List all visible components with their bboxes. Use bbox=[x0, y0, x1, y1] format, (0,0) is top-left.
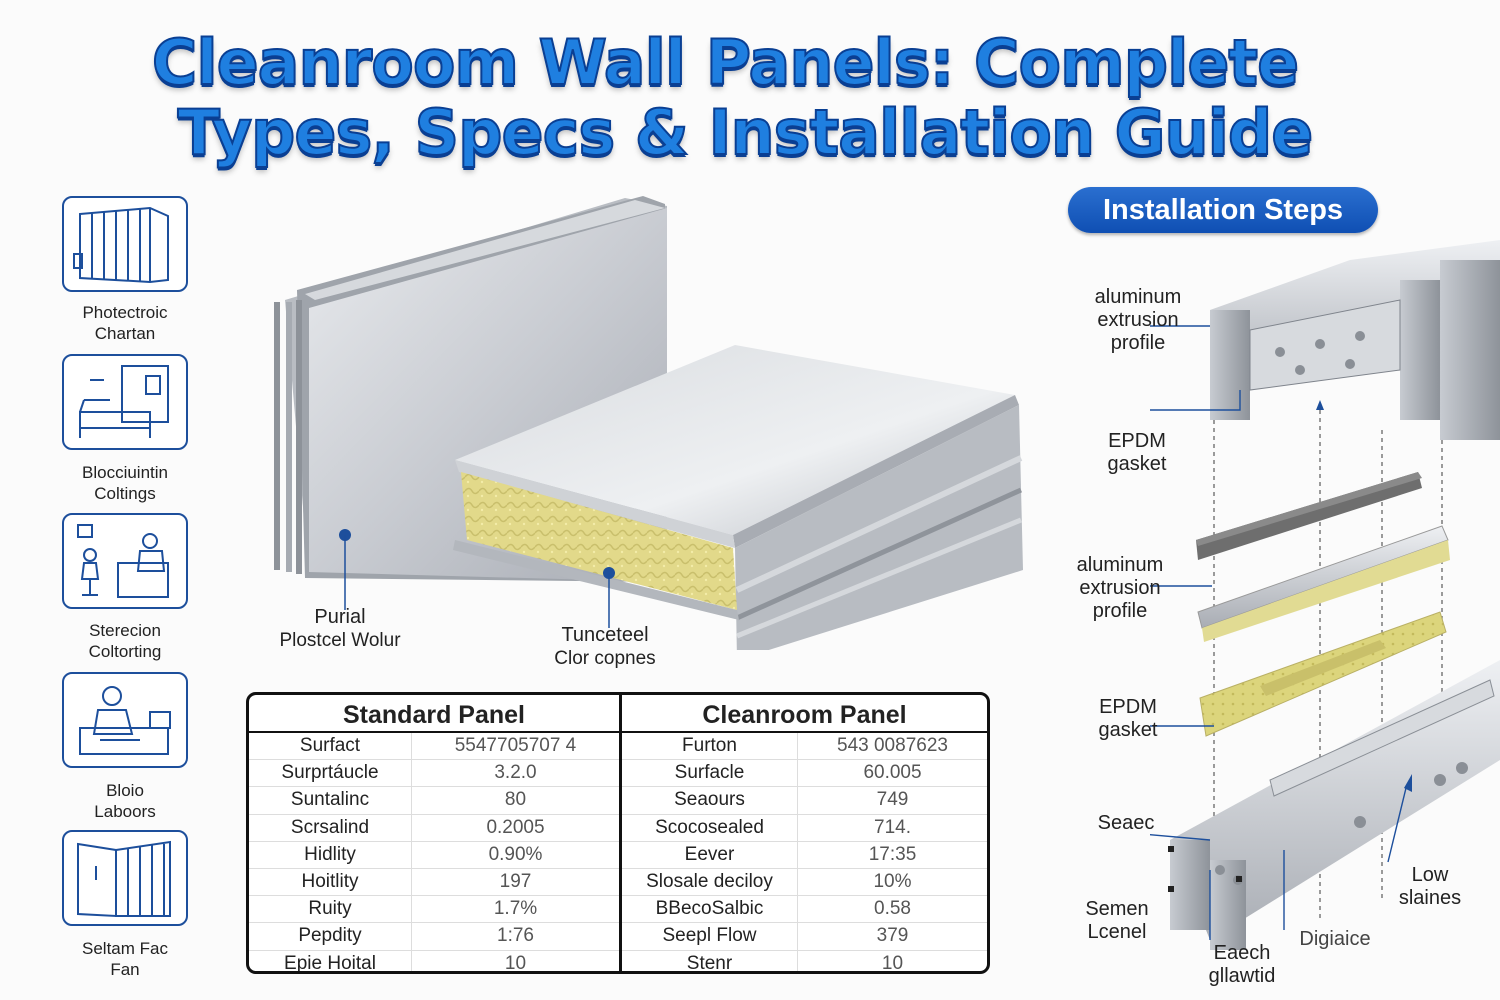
table-cell-value: 1.7% bbox=[493, 898, 538, 920]
bed-room-icon bbox=[62, 354, 188, 450]
table-row: Scrsalind 0.2005 bbox=[249, 814, 619, 842]
table-cell-property: Ruity bbox=[249, 896, 412, 923]
table-row: Pepdity 1:76 bbox=[249, 923, 619, 951]
office-desk-icon bbox=[62, 513, 188, 609]
table-cell-value: 543 0087623 bbox=[837, 735, 948, 756]
table-row: Epie Hoital 10 bbox=[249, 950, 619, 974]
table-cell-property: Eever bbox=[622, 841, 798, 868]
label-gasket-mid: EPDM gasket bbox=[1098, 696, 1158, 741]
sidebar-label-3: Sterecion Coltorting bbox=[88, 621, 162, 661]
table-row: Eever 17:35 bbox=[622, 841, 987, 869]
table-row: Surfacle 60.005 bbox=[622, 760, 987, 788]
table-cell-property: Surfact bbox=[249, 733, 412, 760]
table-cell-property: Seaours bbox=[622, 787, 798, 814]
table-row: Surprtáucle 3.2.0 bbox=[249, 760, 619, 788]
page-title-line-1: Cleanroom Wall Panels: Complete bbox=[151, 26, 1300, 99]
table-cell-value: 3.2.0 bbox=[494, 762, 537, 784]
label-profile-mid: aluminum extrusion profile bbox=[1076, 554, 1164, 622]
table-cell-property: Hidlity bbox=[249, 841, 412, 868]
table-cell-value: 197 bbox=[499, 870, 532, 892]
cleanroom-panel-header: Cleanroom Panel bbox=[622, 695, 987, 733]
table-row: Stenr 10 bbox=[622, 950, 987, 974]
callout-left: Purial Plostcel Wolur bbox=[279, 606, 401, 651]
sidebar-label-1: Photectroic Chartan bbox=[82, 303, 168, 343]
lab-worker-icon bbox=[62, 672, 188, 768]
cleanroom-wall-icon bbox=[62, 196, 188, 292]
door-panel-icon bbox=[62, 830, 188, 926]
table-row: Ruity 1.7% bbox=[249, 896, 619, 924]
table-cell-value: 80 bbox=[504, 789, 527, 811]
table-cell-property: Seepl Flow bbox=[622, 923, 798, 950]
page-title-line-2: Types, Specs & Installation Guide bbox=[177, 96, 1315, 169]
table-row: Scocosealed 714. bbox=[622, 814, 987, 842]
sidebar-label-5: Seltam Fac Fan bbox=[82, 939, 168, 979]
table-cell-value: 17:35 bbox=[868, 843, 917, 865]
table-cell-property: Surfacle bbox=[622, 760, 798, 787]
table-row: Hoitlity 197 bbox=[249, 868, 619, 897]
standard-panel-header: Standard Panel bbox=[249, 695, 619, 733]
callout-right: Tunceteel Clor copnes bbox=[554, 624, 656, 669]
label-profile-top: aluminum extrusion profile bbox=[1094, 286, 1182, 354]
table-cell-value: 10% bbox=[873, 870, 912, 892]
table-cell-value: 749 bbox=[876, 789, 909, 811]
table-row: Suntalinc 80 bbox=[249, 787, 619, 815]
table-cell-property: BBecoSalbic bbox=[622, 896, 798, 923]
sidebar-label-2: Blocciuintin Coltings bbox=[82, 463, 168, 503]
standard-panel-column: Standard Panel Surfact 5547705707 4 Surprt… bbox=[249, 695, 622, 971]
table-row: Hidlity 0.90% bbox=[249, 841, 619, 869]
table-cell-value: 60.005 bbox=[863, 762, 922, 784]
table-cell-property: Pepdity bbox=[249, 923, 412, 950]
table-cell-property: Scrsalind bbox=[249, 814, 412, 841]
label-semen: Semen Lcenel bbox=[1085, 898, 1149, 943]
label-digiaice: Digiaice bbox=[1299, 928, 1371, 950]
wall-panel-illustration bbox=[274, 196, 1023, 650]
table-cell-value: 714. bbox=[874, 816, 911, 838]
table-cell-value: 379 bbox=[876, 925, 909, 947]
table-cell-property: Suntalinc bbox=[249, 787, 412, 814]
label-eaech: Eaech gllawtid bbox=[1208, 942, 1276, 987]
table-cell-property: Stenr bbox=[622, 950, 798, 971]
table-row: Seepl Flow 379 bbox=[622, 923, 987, 951]
table-cell-value: 1:76 bbox=[497, 925, 534, 947]
table-cell-property: Scocosealed bbox=[622, 814, 798, 841]
table-cell-value: 0.2005 bbox=[486, 816, 545, 838]
installation-exploded-diagram bbox=[1150, 240, 1500, 950]
sidebar-label-4: Bloio Laboors bbox=[94, 781, 156, 821]
table-row: Furton 543 0087623 bbox=[622, 733, 987, 761]
spec-comparison-table: Standard Panel Surfact 5547705707 4 Surprt… bbox=[246, 692, 990, 974]
label-gasket-top: EPDM gasket bbox=[1107, 430, 1167, 475]
label-seaec: Seaec bbox=[1097, 812, 1155, 834]
table-cell-property: Epie Hoital bbox=[249, 950, 412, 971]
label-low: Low slaines bbox=[1398, 864, 1462, 909]
table-cell-value: 0.58 bbox=[874, 898, 911, 920]
table-cell-property: Hoitlity bbox=[249, 868, 412, 896]
table-row: BBecoSalbic 0.58 bbox=[622, 896, 987, 924]
table-row: Seaours 749 bbox=[622, 787, 987, 815]
table-cell-value: 10 bbox=[881, 952, 904, 974]
table-cell-value: 10 bbox=[504, 952, 527, 974]
table-cell-property: Furton bbox=[622, 733, 798, 760]
table-row: Slosale deciloy 10% bbox=[622, 868, 987, 897]
table-cell-value: 5547705707 4 bbox=[454, 735, 577, 756]
installation-steps-heading: Installation Steps bbox=[1068, 187, 1378, 233]
table-cell-property: Surprtáucle bbox=[249, 760, 412, 787]
table-row: Surfact 5547705707 4 bbox=[249, 733, 619, 761]
table-cell-property: Slosale deciloy bbox=[622, 868, 798, 896]
table-cell-value: 0.90% bbox=[488, 843, 543, 865]
